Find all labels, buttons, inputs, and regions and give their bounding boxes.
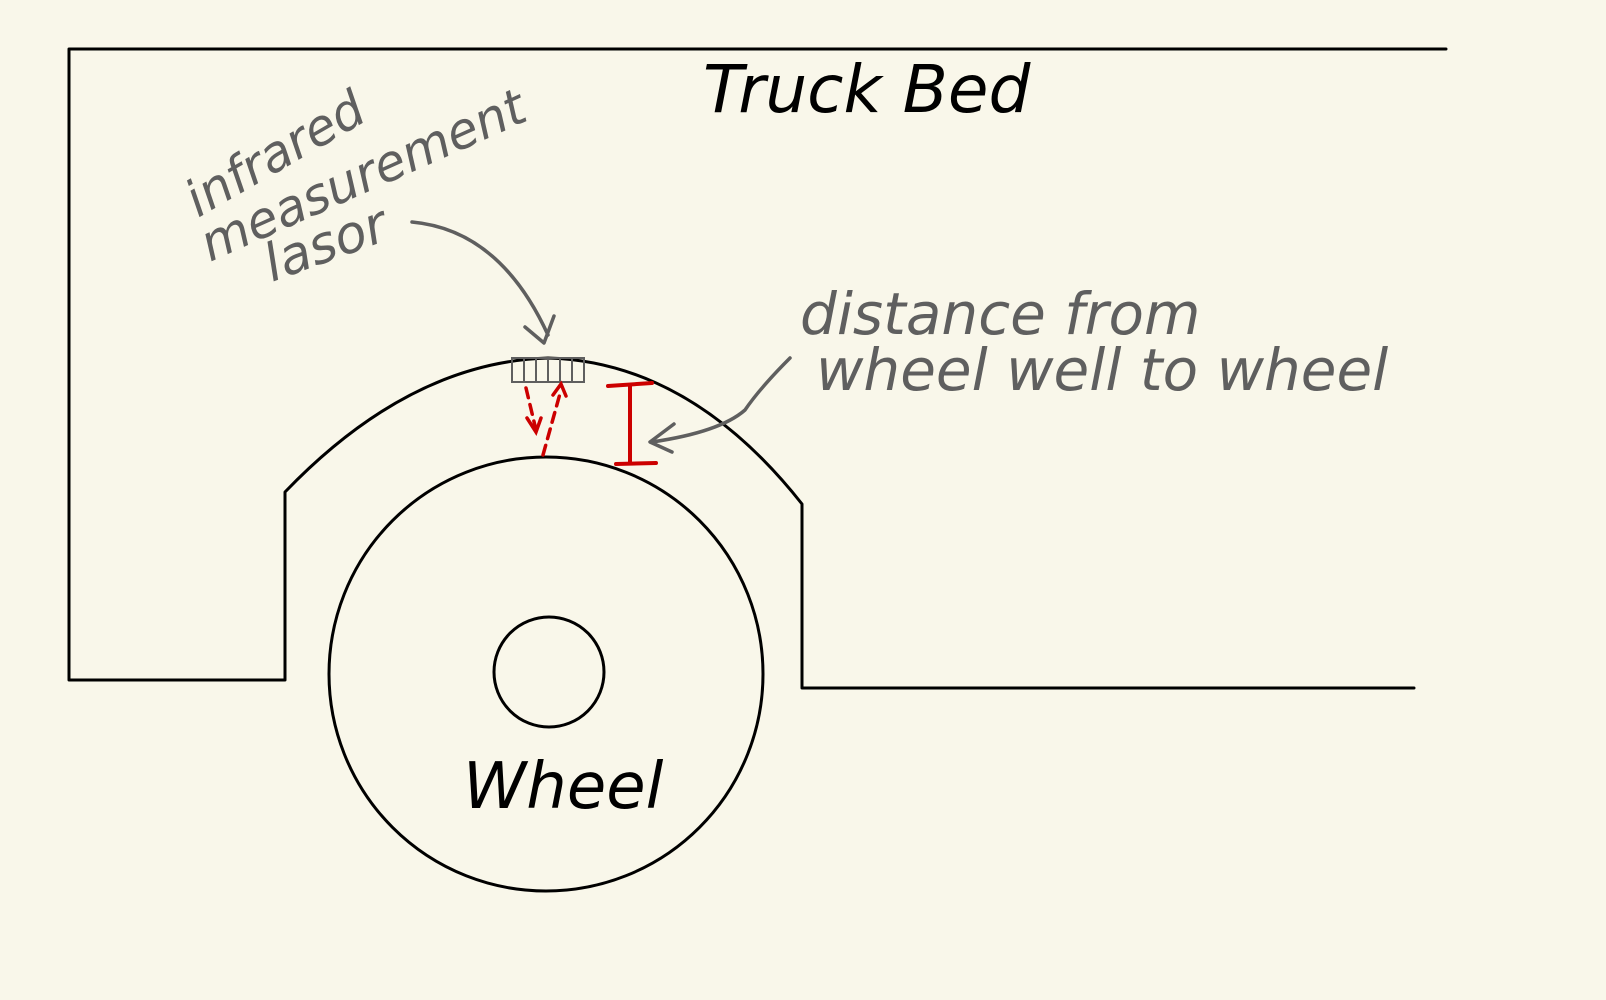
sensor-pointer-arrowhead — [523, 314, 556, 345]
wheel-hub-circle — [492, 615, 606, 729]
distance-label: distance from wheel well to wheel — [800, 280, 1388, 404]
sensor-pointer-arrow — [410, 220, 550, 337]
sensor-label: infrared measurement lasor — [175, 77, 537, 295]
laser-arrowheads — [525, 380, 568, 436]
distance-label-line1: distance from — [800, 280, 1200, 348]
wheel-label: Wheel — [463, 750, 664, 824]
distance-label-line2: wheel well to wheel — [816, 336, 1388, 404]
distance-pointer-arrowhead — [648, 422, 676, 454]
distance-measurement-marker — [606, 381, 658, 466]
truck-bed-label: Truck Bed — [703, 51, 1032, 128]
laser-beam-arrows — [524, 386, 563, 457]
distance-pointer-arrow — [650, 356, 792, 444]
infrared-sensor-icon — [511, 357, 585, 383]
wheel-outer-circle — [327, 455, 765, 893]
